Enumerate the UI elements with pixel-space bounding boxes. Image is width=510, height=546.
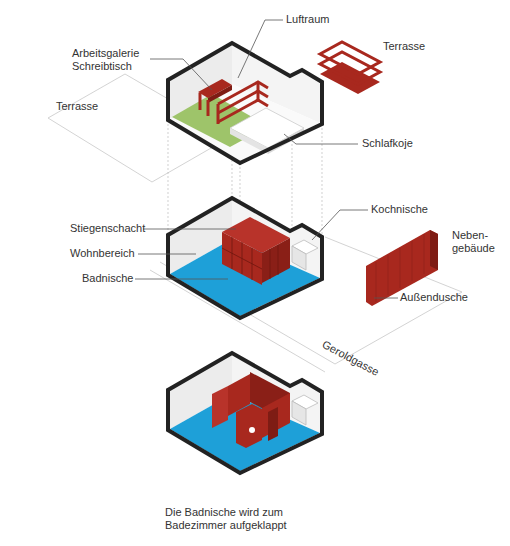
site-lines [48, 74, 462, 372]
part-label: Terrasse [56, 100, 126, 113]
part-label: Geroldgasse [320, 338, 397, 387]
caption: Die Badnische wird zum Badezimmer aufgek… [165, 506, 305, 532]
part-label: Wohnbereich [70, 247, 150, 260]
part-label: Kochnische [371, 203, 451, 216]
gallery-level [168, 43, 322, 163]
part-label: Außendusche [400, 291, 490, 304]
part-label: Schlafkoje [362, 137, 442, 150]
part-label: Arbeitsgalerie Schreibtisch [72, 47, 152, 73]
bath-open-level [168, 353, 322, 473]
part-label: Badnische [82, 272, 152, 285]
part-label: Neben- gebäude [452, 229, 502, 255]
part-label: Terrasse [383, 40, 453, 53]
living-level [168, 198, 322, 318]
part-label: Stiegenschacht [70, 222, 160, 235]
terrace-railing [320, 42, 380, 94]
leader-lines [135, 20, 398, 298]
part-label: Luftraum [286, 13, 366, 26]
